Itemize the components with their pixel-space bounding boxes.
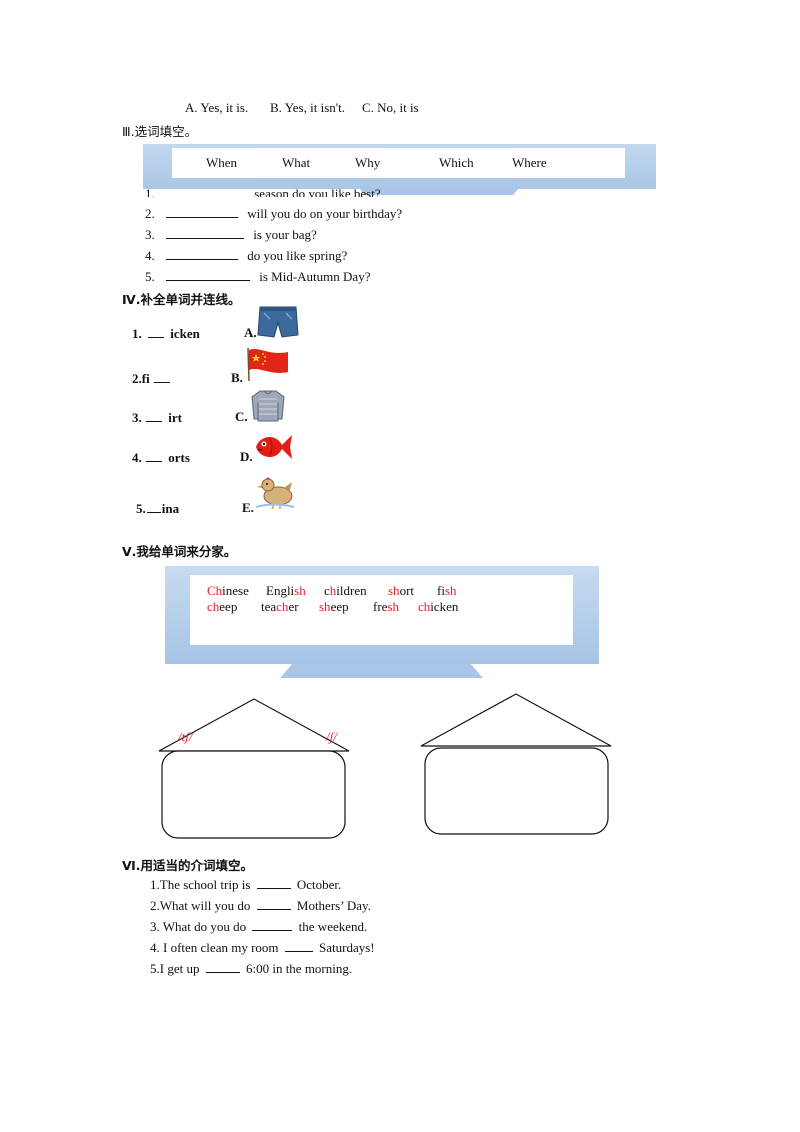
word-part: icken [170, 326, 200, 341]
letter-blank[interactable] [153, 370, 170, 383]
question-item: 4. do you like spring? [145, 247, 347, 264]
item-text: 5.I get up [150, 961, 200, 976]
word-item: Chinese [207, 583, 249, 598]
word-option: What [282, 155, 311, 170]
word-box [172, 148, 625, 178]
item-number: 3. [145, 227, 155, 242]
match-right-label: A. [244, 325, 257, 340]
item-number: 3. [132, 410, 142, 425]
fish-picture [256, 435, 292, 459]
word-box-tail [280, 664, 483, 678]
match-left-item: 3. irt [132, 409, 182, 426]
letter-blank[interactable] [146, 409, 162, 422]
item-number: 4. [145, 248, 155, 263]
item-text: 3. What do you do [150, 919, 247, 934]
item-text: the weekend. [298, 919, 368, 934]
word-item: chicken [418, 599, 459, 614]
answer-blank[interactable] [166, 205, 238, 218]
match-right-label: B. [231, 370, 243, 385]
item-text: 4. I often clean my room [150, 940, 279, 955]
letter-blank[interactable] [146, 449, 162, 462]
phonetic-label: /tʃ/ [178, 729, 193, 744]
answer-blank[interactable] [284, 939, 313, 952]
item-text: 2.What will you do [150, 898, 251, 913]
phonetic-label: /ʃ/ [326, 729, 337, 744]
item-number: 2. [145, 206, 155, 221]
letter-blank[interactable] [148, 325, 164, 338]
match-left-item: 5.ina [136, 500, 180, 516]
answer-blank[interactable] [166, 268, 250, 281]
prev-option-a: A. Yes, it is. [185, 100, 249, 115]
house-right [420, 693, 612, 835]
word-part: irt [168, 410, 182, 425]
word-part: ina [161, 501, 180, 516]
chicken-picture [255, 477, 295, 510]
item-text: Mothers’ Day. [296, 898, 371, 913]
answer-blank[interactable] [166, 247, 238, 260]
item-text: is Mid-Autumn Day? [259, 269, 371, 284]
item-number: 1. [132, 326, 142, 341]
question-item: 3. is your bag? [145, 226, 317, 243]
word-option: Why [355, 155, 381, 170]
prev-option-c: C. No, it is [362, 100, 419, 115]
item-text: do you like spring? [247, 248, 348, 263]
china-flag-picture [247, 347, 288, 382]
section5-title: Ⅴ.我给单词来分家。 [122, 544, 237, 559]
word-item: English [266, 583, 306, 598]
match-left-item: 1. icken [132, 325, 200, 342]
match-left-item: 4. orts [132, 449, 190, 466]
item-number: 4. [132, 450, 142, 465]
word-option: Where [512, 155, 547, 170]
sweater-picture [251, 390, 285, 422]
word-option: Which [439, 155, 474, 170]
answer-blank[interactable] [205, 960, 240, 973]
question-item: 4. I often clean my room Saturdays! [150, 939, 375, 956]
match-right-label: D. [240, 449, 253, 464]
word-item: cheep [207, 599, 238, 614]
item-text: will you do on your birthday? [247, 206, 403, 221]
match-left-item: 2.fi [132, 370, 170, 387]
match-right-label: C. [235, 409, 248, 424]
question-item: 3. What do you do the weekend. [150, 918, 367, 935]
match-right-label: E. [242, 500, 254, 515]
answer-blank[interactable] [168, 185, 246, 197]
item-text: is your bag? [253, 227, 317, 242]
item-text: 6:00 in the morning. [245, 961, 353, 976]
shorts-picture [257, 306, 299, 338]
question-item: 2. will you do on your birthday? [145, 205, 402, 222]
question-item: 1.The school trip is October. [150, 876, 341, 893]
item-number: 2.fi [132, 371, 150, 386]
answer-blank[interactable] [252, 918, 293, 931]
word-box-tail [360, 189, 518, 195]
answer-blank[interactable] [256, 876, 291, 889]
item-text: Saturdays! [319, 940, 375, 955]
section4-title: Ⅳ.补全单词并连线。 [122, 292, 241, 307]
word-part: orts [168, 450, 190, 465]
answer-blank[interactable] [166, 226, 244, 239]
question-item: 2.What will you do Mothers’ Day. [150, 897, 371, 914]
question-item: 5.I get up 6:00 in the morning. [150, 960, 352, 977]
word-item: short [388, 583, 415, 598]
word-item: sheep [319, 599, 349, 614]
word-item: children [324, 583, 367, 598]
item-text: October. [296, 877, 342, 892]
house-left [158, 698, 350, 839]
word-box [190, 575, 573, 645]
word-item: fresh [373, 599, 399, 614]
question-item: 1. season do you like best? [145, 185, 381, 197]
item-number: 1. [145, 186, 155, 197]
word-option: When [206, 155, 238, 170]
prev-option-b: B. Yes, it isn't. [270, 100, 345, 115]
item-text: season do you like best? [254, 186, 381, 197]
section3-title: Ⅲ.选词填空。 [122, 124, 198, 139]
word-item: teacher [261, 599, 299, 614]
word-item: fish [437, 583, 457, 598]
question-item: 5. is Mid-Autumn Day? [145, 268, 370, 285]
section6-title: Ⅵ.用适当的介词填空。 [122, 858, 253, 873]
item-number: 5. [145, 269, 155, 284]
item-text: 1.The school trip is [150, 877, 251, 892]
letter-blank[interactable] [146, 500, 161, 513]
answer-blank[interactable] [256, 897, 291, 910]
